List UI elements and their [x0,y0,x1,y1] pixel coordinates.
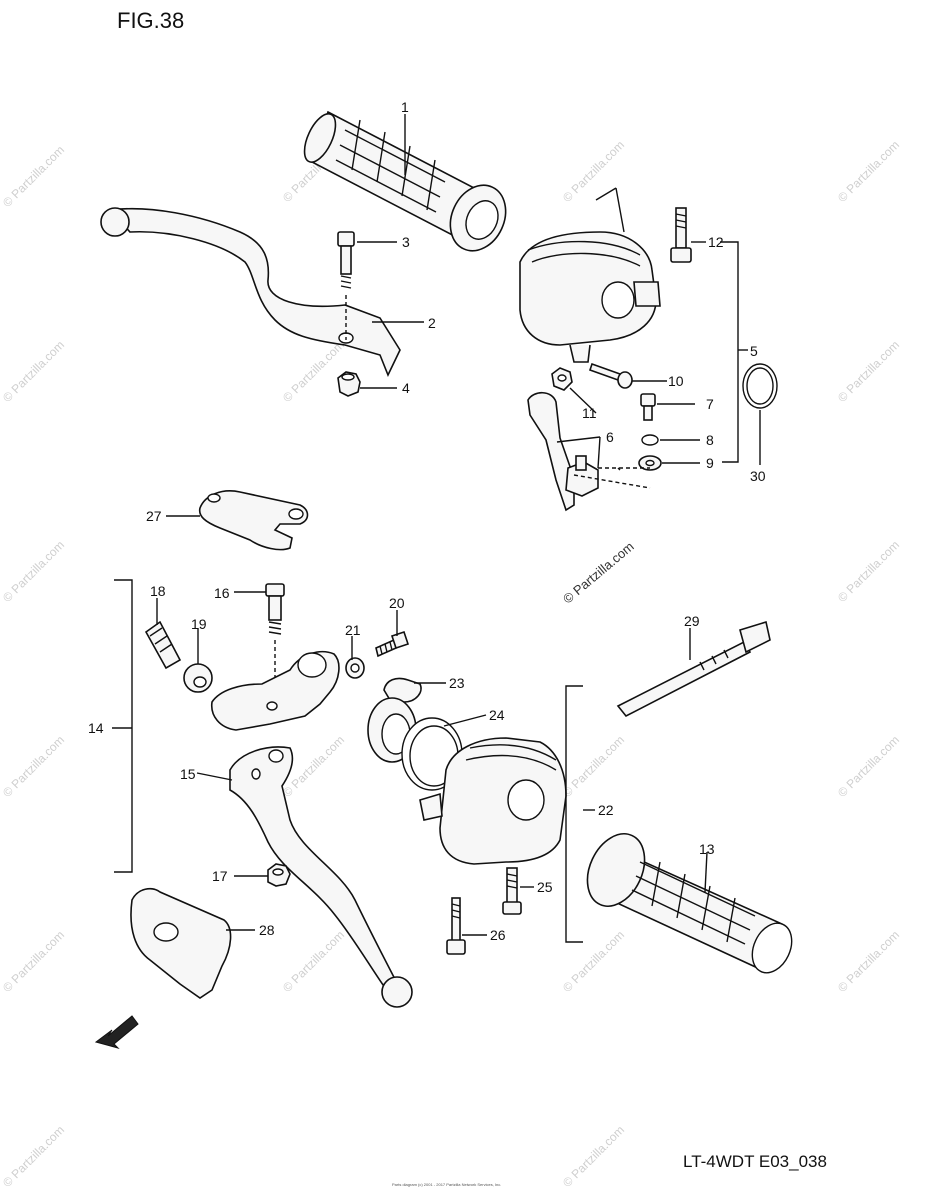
callout-20[interactable]: 20 [389,595,405,611]
part-19-locknut[interactable] [183,663,213,693]
callout-16[interactable]: 16 [214,585,230,601]
part-12-bolt[interactable] [670,207,692,263]
part-18-adjuster[interactable] [144,620,182,670]
callout-4[interactable]: 4 [402,380,410,396]
part-1-handlebar-grip-left[interactable] [298,109,516,259]
callout-28[interactable]: 28 [259,922,275,938]
callout-23[interactable]: 23 [449,675,465,691]
part-27-bracket[interactable] [198,490,309,551]
callout-17[interactable]: 17 [212,868,228,884]
callout-27[interactable]: 27 [146,508,162,524]
callout-19[interactable]: 19 [191,616,207,632]
callout-6[interactable]: 6 [606,429,614,445]
callout-10[interactable]: 10 [668,373,684,389]
part-26-screw[interactable] [446,897,466,955]
part-7-screw[interactable] [640,393,656,421]
part-29-cable-tie[interactable] [616,620,771,718]
callout-22[interactable]: 22 [598,802,614,818]
part-3-bolt[interactable] [337,231,355,340]
part-15-clutch-lever[interactable] [229,746,413,1008]
callout-26[interactable]: 26 [490,927,506,943]
callout-11[interactable]: 11 [582,405,597,421]
part-20-screw[interactable] [375,630,410,658]
part-21-washer[interactable] [345,657,365,679]
callout-13[interactable]: 13 [699,841,715,857]
copyright-footer: Parts diagram (c) 2001 - 2017 Partzilla … [392,1182,502,1187]
callout-18[interactable]: 18 [150,583,166,599]
leader-lines [112,114,761,943]
part-9-washer[interactable] [638,455,662,471]
part-5-switch-housing[interactable] [519,231,661,363]
callout-7[interactable]: 7 [706,396,714,412]
part-13-handlebar-grip-right[interactable] [576,825,799,980]
figure-code: LT-4WDT E03_038 [683,1152,827,1171]
part-6-choke-lever[interactable] [527,391,599,512]
part-28-lever-cover[interactable] [130,887,232,999]
callout-15[interactable]: 15 [180,766,196,782]
callout-1[interactable]: 1 [401,99,409,115]
callout-29[interactable]: 29 [684,613,700,629]
callout-14[interactable]: 14 [88,720,104,736]
callout-21[interactable]: 21 [345,622,361,638]
part-17-nut[interactable] [267,863,291,887]
part-14-lever-holder[interactable] [211,650,340,731]
callout-2[interactable]: 2 [428,315,436,331]
callout-9[interactable]: 9 [706,455,714,471]
callout-12[interactable]: 12 [708,234,724,250]
part-11-nut[interactable] [551,367,573,391]
figure-title: FIG.38 [117,8,185,33]
callout-5[interactable]: 5 [750,343,758,359]
callout-8[interactable]: 8 [706,432,714,448]
callout-30[interactable]: 30 [750,468,766,484]
part-23-clamp[interactable] [383,677,422,703]
part-2-brake-lever[interactable] [100,207,401,377]
part-4-nut[interactable] [337,371,361,397]
part-22-switch-housing[interactable] [419,737,567,865]
part-8-washer[interactable] [641,434,659,446]
callout-25[interactable]: 25 [537,879,553,895]
part-25-screw[interactable] [502,867,522,915]
callout-3[interactable]: 3 [402,234,410,250]
fwd-arrow-icon [94,1015,139,1049]
callout-24[interactable]: 24 [489,707,505,723]
part-30-o-ring[interactable] [742,363,778,409]
part-10-screw[interactable] [588,362,633,389]
